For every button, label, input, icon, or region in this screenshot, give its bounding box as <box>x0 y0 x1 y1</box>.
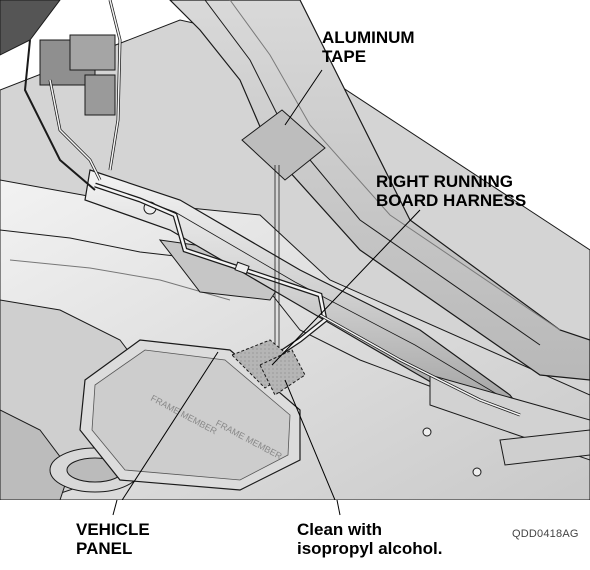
callout-harness-line2: BOARD HARNESS <box>376 191 527 210</box>
leader-clean <box>284 379 341 513</box>
callout-aluminum-tape-line1: ALUMINUM <box>322 28 415 47</box>
leader-harness <box>271 209 421 366</box>
callout-clean-line1: Clean with <box>297 520 383 539</box>
aluminum-tape-piece <box>241 109 326 355</box>
bottom-margin <box>0 500 590 565</box>
leader-aluminum-tape <box>284 69 323 126</box>
callout-right-running-board-harness: RIGHT RUNNING BOARD HARNESS <box>376 172 526 210</box>
leader-lines <box>116 69 421 513</box>
callout-vehicle-panel-line2: PANEL <box>76 539 133 558</box>
frame-member-plate: FRAME MEMBER FRAME MEMBER <box>79 339 301 491</box>
leader-vehicle-panel <box>116 351 219 509</box>
tape-application-area <box>231 339 306 396</box>
callout-clean-line2: isopropyl alcohol. <box>297 539 443 558</box>
harness-connectors <box>23 0 122 191</box>
callout-vehicle-panel: VEHICLE PANEL <box>76 520 150 558</box>
callout-aluminum-tape: ALUMINUM TAPE <box>322 28 415 66</box>
figure-code: QDD0418AG <box>512 528 579 540</box>
callout-clean-instruction: Clean with isopropyl alcohol. <box>297 520 442 558</box>
callout-harness-line1: RIGHT RUNNING <box>376 172 513 191</box>
b-pillar <box>0 0 590 381</box>
callout-aluminum-tape-line2: TAPE <box>322 47 367 66</box>
callout-vehicle-panel-line1: VEHICLE <box>76 520 150 539</box>
